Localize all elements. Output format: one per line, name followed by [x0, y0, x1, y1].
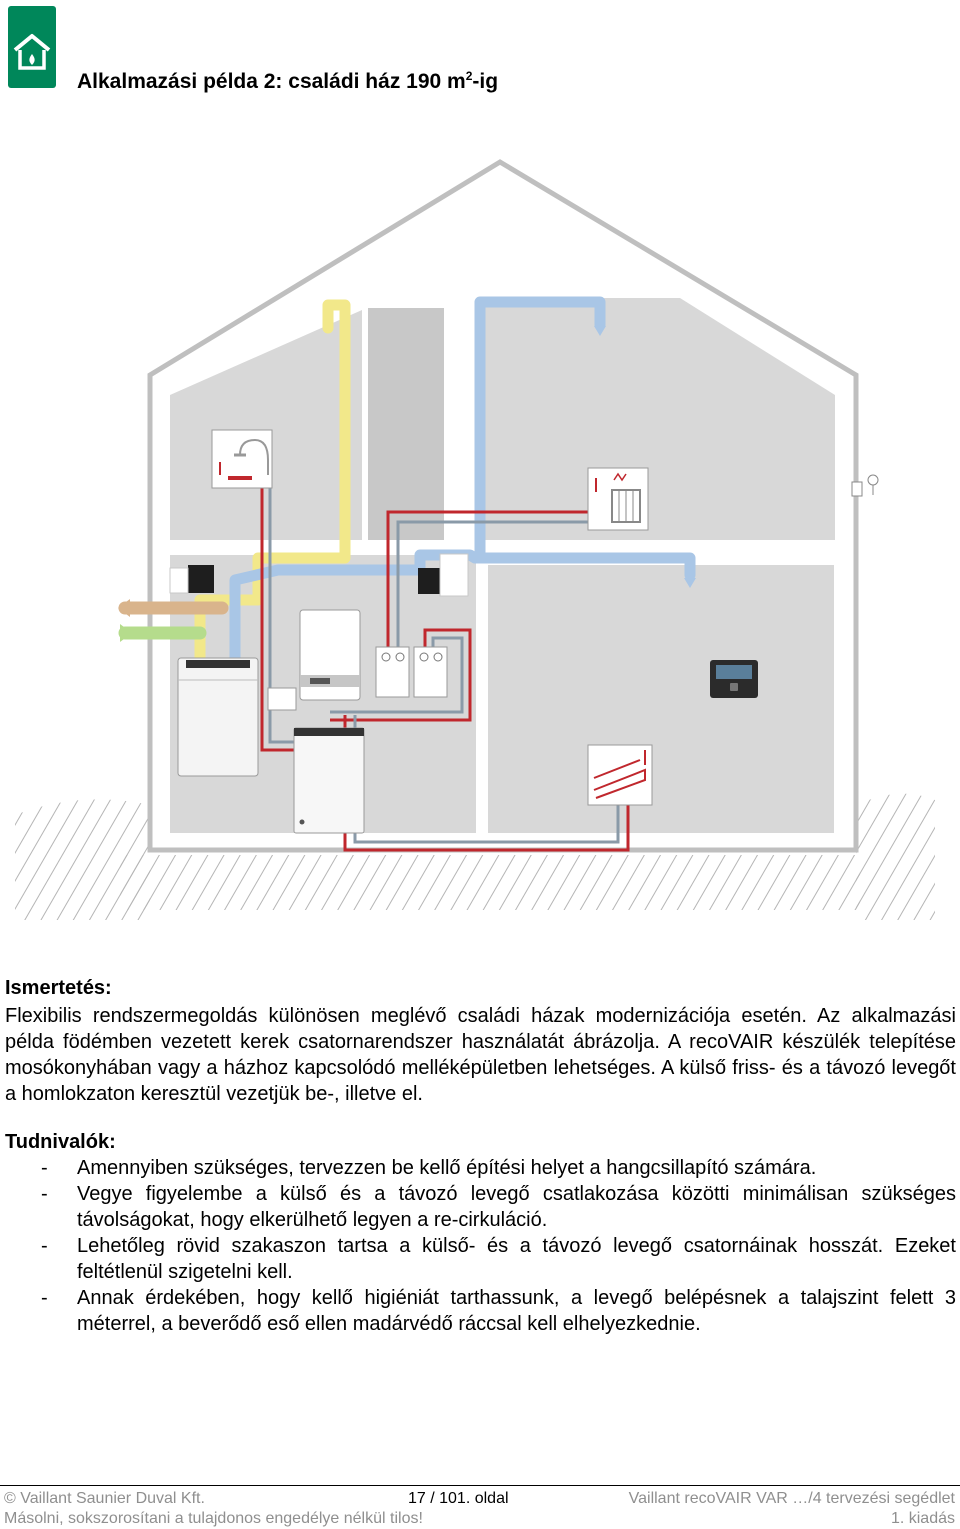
list-item: -Lehetőleg rövid szakaszon tartsa a küls… — [41, 1235, 956, 1283]
vaillant-house-logo-icon — [8, 6, 56, 88]
floor-heating-icon — [587, 744, 653, 806]
footer-document-title: Vaillant recoVAIR VAR …/4 tervezési segé… — [628, 1490, 955, 1507]
boiler-icon — [299, 609, 361, 701]
page-title: Alkalmazási példa 2: családi ház 190 m2-… — [77, 69, 499, 93]
controller-icon — [710, 660, 758, 698]
ground-room-right — [488, 565, 834, 833]
footer-edition: 1. kiadás — [890, 1510, 955, 1527]
notes-list: -Amennyiben szükséges, tervezzen be kell… — [5, 1155, 956, 1337]
storage-tank-icon — [293, 727, 365, 834]
radiator-icon — [587, 467, 649, 531]
notes-heading: Tudnivalók: — [5, 1131, 116, 1153]
superscript-two: 2 — [465, 69, 473, 83]
house-system-diagram — [0, 150, 960, 920]
ground-hatch — [15, 793, 935, 920]
footer-page-number: 17 / 101. oldal — [408, 1490, 509, 1507]
mixer-modules — [375, 646, 448, 698]
description-text: Flexibilis rendszermegoldás különösen me… — [5, 1005, 956, 1105]
footer-copyright: © Vaillant Saunier Duval Kft. — [4, 1490, 205, 1507]
list-item: -Amennyiben szükséges, tervezzen be kell… — [41, 1157, 817, 1179]
list-item: -Vegye figyelembe a külső és a távozó le… — [41, 1183, 956, 1231]
ventilation-ducts — [118, 296, 696, 676]
footer-copy-notice: Másolni, sokszorosítani a tulajdonos eng… — [4, 1510, 423, 1527]
list-item: -Annak érdekében, hogy kellő higiéniát t… — [41, 1287, 956, 1335]
description-heading: Ismertetés: — [5, 977, 112, 999]
recovair-unit-icon — [177, 657, 259, 777]
attic-room-center — [368, 308, 444, 540]
attic-room-right — [480, 298, 835, 540]
footer-divider — [0, 1485, 960, 1486]
outdoor-sensor-icon — [851, 474, 879, 497]
expansion-vessel-icon — [267, 687, 297, 711]
shower-icon — [211, 429, 273, 489]
